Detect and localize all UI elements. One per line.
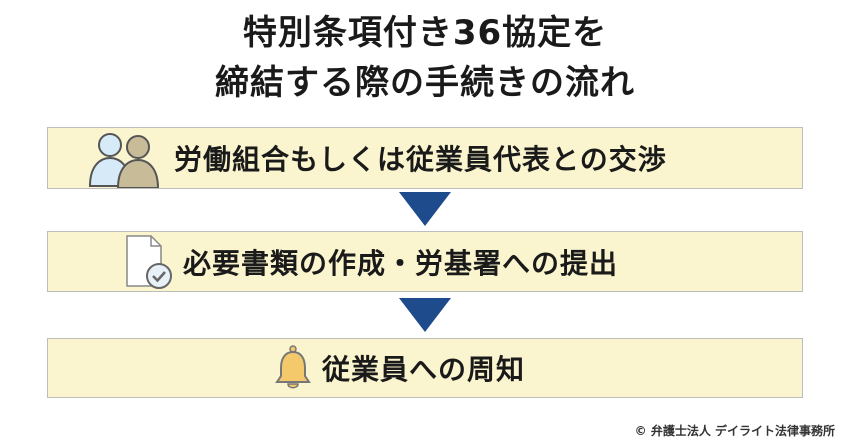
copyright-credit: © 弁護士法人 デイライト法律事務所 [634,424,835,438]
step-2-box: 必要書類の作成・労基署への提出 [47,231,803,292]
bell-icon [275,345,311,389]
step-3-box: 従業員への周知 [47,338,803,398]
diagram-title-line1: 特別条項付き36協定を [242,13,608,53]
diagram-title-line2: 締結する際の手続きの流れ [215,63,635,103]
down-arrow-1 [399,192,451,226]
step-3-label: 従業員への周知 [322,353,526,386]
document-check-icon [126,234,172,289]
two-people-icon [88,133,160,188]
step-1-label: 労働組合もしくは従業員代表との交渉 [174,143,667,176]
step-2-label: 必要書類の作成・労基署への提出 [183,246,619,280]
step-1-box: 労働組合もしくは従業員代表との交渉 [47,127,803,189]
down-arrow-2 [399,298,451,332]
